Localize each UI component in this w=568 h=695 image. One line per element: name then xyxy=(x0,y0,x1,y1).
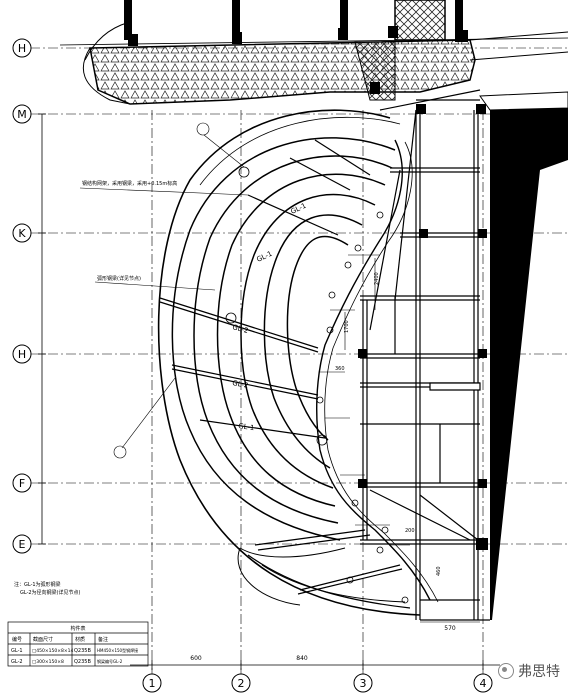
row-label-H-top: H xyxy=(18,42,26,55)
col-label-4: 4 xyxy=(480,677,487,690)
legend-r2c1: GL-2 xyxy=(11,659,23,665)
dim-right-4: 200 xyxy=(405,528,415,534)
beam-label-4: GL-2 xyxy=(232,379,249,390)
row-label-K: K xyxy=(18,227,26,240)
beam-label-3: GL-1 xyxy=(238,422,255,432)
beam-label-1: GL-1 xyxy=(289,202,307,216)
mid-callout-text: 弧形钢梁(详见节点) xyxy=(97,275,141,282)
legend-h3: 材质 xyxy=(75,636,85,643)
legend-table xyxy=(7,621,149,667)
legend-r2c4: 钢梁编号GL-2 xyxy=(97,658,123,664)
right-frame xyxy=(360,89,490,621)
columns xyxy=(128,26,488,550)
col-label-1: 1 xyxy=(149,677,156,690)
legend-h2: 截面尺寸 xyxy=(33,636,53,643)
dim-right-5: 460 xyxy=(436,566,442,576)
legend-r1c4: HM450×150型钢焊接 xyxy=(97,647,138,653)
legend-r1c3: Q235B xyxy=(74,648,91,654)
row-label-H: H xyxy=(18,348,26,361)
wechat-icon xyxy=(498,663,514,679)
bottom-dimension xyxy=(130,660,500,670)
legend-title: 构件表 xyxy=(70,625,85,632)
dim-bottom-3: 570 xyxy=(444,625,456,632)
dim-right-2: 1700 xyxy=(344,320,350,333)
legend-h4: 备注 xyxy=(98,636,108,643)
row-label-M: M xyxy=(17,108,27,121)
left-dimension xyxy=(38,113,46,545)
top-wall-band xyxy=(59,0,568,105)
dim-bottom-1: 600 xyxy=(190,655,202,662)
col-label-3: 3 xyxy=(360,677,367,690)
nodes xyxy=(225,166,409,604)
row-bubbles xyxy=(12,38,32,554)
legend-r1c2: □450×150×8×14 xyxy=(32,648,73,654)
beam-label-5: GL-2 xyxy=(231,323,249,335)
col-bubbles xyxy=(142,673,493,693)
row-label-F: F xyxy=(19,477,25,490)
core-wall-wedge xyxy=(490,108,568,620)
watermark: 弗思特 xyxy=(498,661,560,681)
legend-r1c1: GL-1 xyxy=(11,648,23,654)
col-label-2: 2 xyxy=(238,677,245,690)
beam-label-2: GL-1 xyxy=(255,250,273,264)
note-line-2: GL-2为径向钢梁(详见节点) xyxy=(20,589,81,596)
row-label-E: E xyxy=(19,538,26,551)
note-line-1: 注：GL-1为弧形钢梁 xyxy=(14,581,61,588)
dim-bottom-2: 840 xyxy=(296,655,308,662)
radial-beams xyxy=(159,139,403,595)
dim-right-3: 360 xyxy=(335,366,345,372)
legend-r2c2: □300×150×8 xyxy=(32,659,64,665)
legend-h1: 编号 xyxy=(12,636,22,643)
legend-r2c3: Q235B xyxy=(74,659,91,665)
leaders xyxy=(79,122,249,459)
dim-right-1: 2400 xyxy=(374,272,380,285)
top-callout-text: 钢结构网架，采用钢梁，采用+0.15m标高 xyxy=(82,180,177,187)
watermark-text: 弗思特 xyxy=(518,664,560,680)
small-dims xyxy=(320,254,480,623)
